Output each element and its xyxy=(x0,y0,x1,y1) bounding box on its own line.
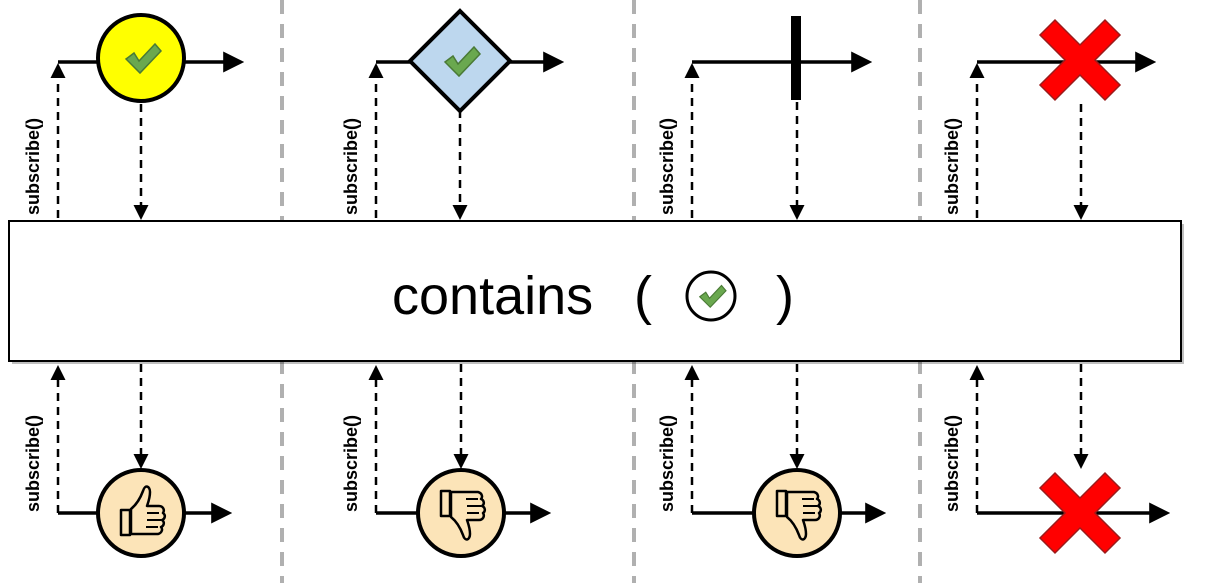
subscribe-label-bottom-1: subscribe() xyxy=(23,415,43,512)
close-paren: ) xyxy=(776,266,794,326)
subscribe-label-top-2: subscribe() xyxy=(341,118,361,215)
subscribe-label-top-1: subscribe() xyxy=(23,118,43,215)
subscribe-label-bottom-2: subscribe() xyxy=(341,415,361,512)
scenario-4: subscribe() subscribe() xyxy=(942,19,1171,554)
scenario-3: subscribe() subscribe() xyxy=(657,16,887,558)
subscribe-label-top-4: subscribe() xyxy=(942,118,962,215)
operator-name: contains xyxy=(392,266,593,326)
open-paren: ( xyxy=(634,266,652,326)
subscribe-label-bottom-3: subscribe() xyxy=(657,415,677,512)
completion-bar xyxy=(791,16,801,100)
scenario-1: subscribe() subscribe() xyxy=(23,13,245,558)
operator-box: contains ( ) xyxy=(8,220,1184,364)
subscribe-label-bottom-4: subscribe() xyxy=(942,415,962,512)
check-circle-icon xyxy=(685,270,737,322)
error-x-icon xyxy=(1039,19,1121,101)
scenario-2: subscribe() subscribe() xyxy=(341,8,565,558)
subscribe-label-top-3: subscribe() xyxy=(657,118,677,215)
